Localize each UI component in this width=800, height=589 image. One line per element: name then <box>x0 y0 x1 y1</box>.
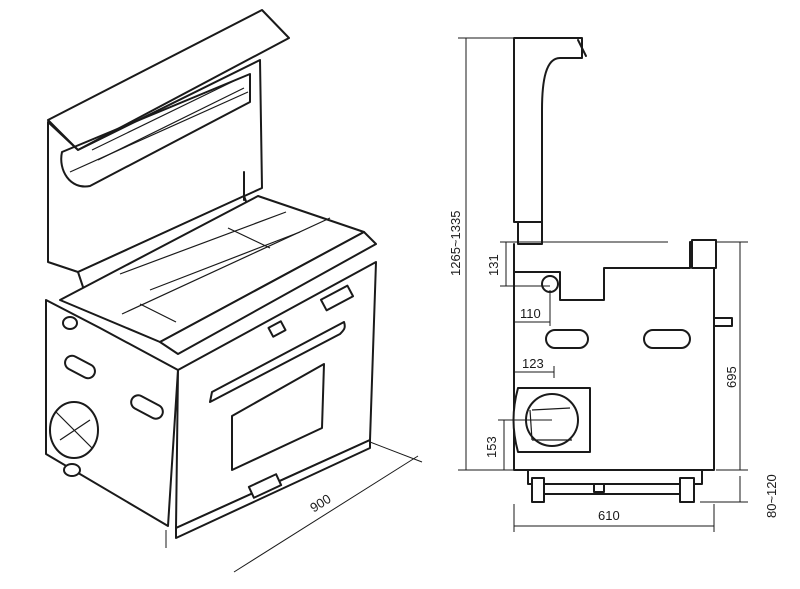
label-110: 110 <box>520 306 541 321</box>
dimension-lines <box>458 37 748 532</box>
oven-handle[interactable] <box>209 321 346 403</box>
front-rail <box>159 231 377 355</box>
oven-window <box>231 363 325 471</box>
side-handle-lower[interactable] <box>129 393 166 421</box>
side-handle-a[interactable] <box>545 329 589 349</box>
chimney <box>513 37 583 223</box>
base-vent <box>247 473 283 499</box>
side-knob[interactable] <box>541 275 559 293</box>
isometric-view: 900 <box>45 9 423 573</box>
label-153: 153 <box>484 436 499 458</box>
label-695: 695 <box>724 366 739 388</box>
control-panel-knob[interactable] <box>267 320 287 338</box>
left-knob[interactable] <box>62 316 78 330</box>
base-plate <box>527 469 703 485</box>
side-elevation: 1265~1335 131 110 123 153 695 610 80~120 <box>448 37 779 532</box>
label-123: 123 <box>522 356 544 371</box>
foot-left <box>531 477 545 503</box>
control-panel-display <box>319 284 355 312</box>
side-handle-upper[interactable] <box>63 353 98 380</box>
hood-body <box>47 59 263 273</box>
label-610: 610 <box>598 508 620 523</box>
foot-right <box>679 477 695 503</box>
label-131: 131 <box>486 254 501 276</box>
label-80-120: 80~120 <box>764 474 779 518</box>
hood-vent <box>60 73 251 188</box>
side-stub <box>713 317 733 327</box>
label-1265-1335: 1265~1335 <box>448 211 463 276</box>
side-handle-b[interactable] <box>643 329 691 349</box>
